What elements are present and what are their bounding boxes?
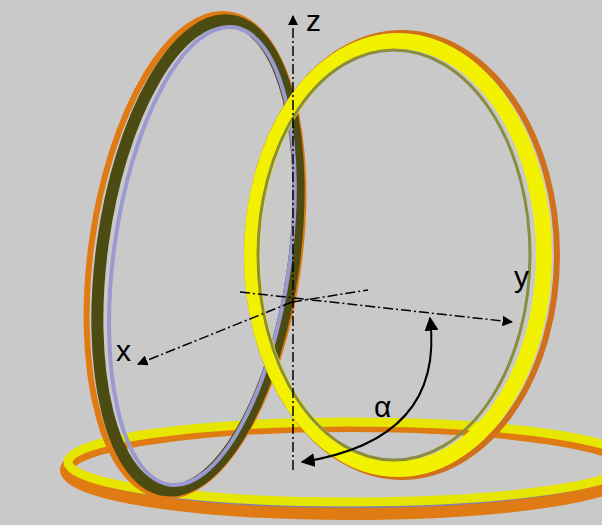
axis-label: x (116, 336, 131, 366)
axis-label: α (374, 392, 391, 422)
axis-label: y (514, 262, 529, 292)
axis-label: z (306, 6, 321, 36)
horizontal-ring (66, 422, 602, 514)
tilted-ring (58, 0, 332, 510)
angle-arc (302, 318, 431, 462)
axes (138, 16, 512, 470)
